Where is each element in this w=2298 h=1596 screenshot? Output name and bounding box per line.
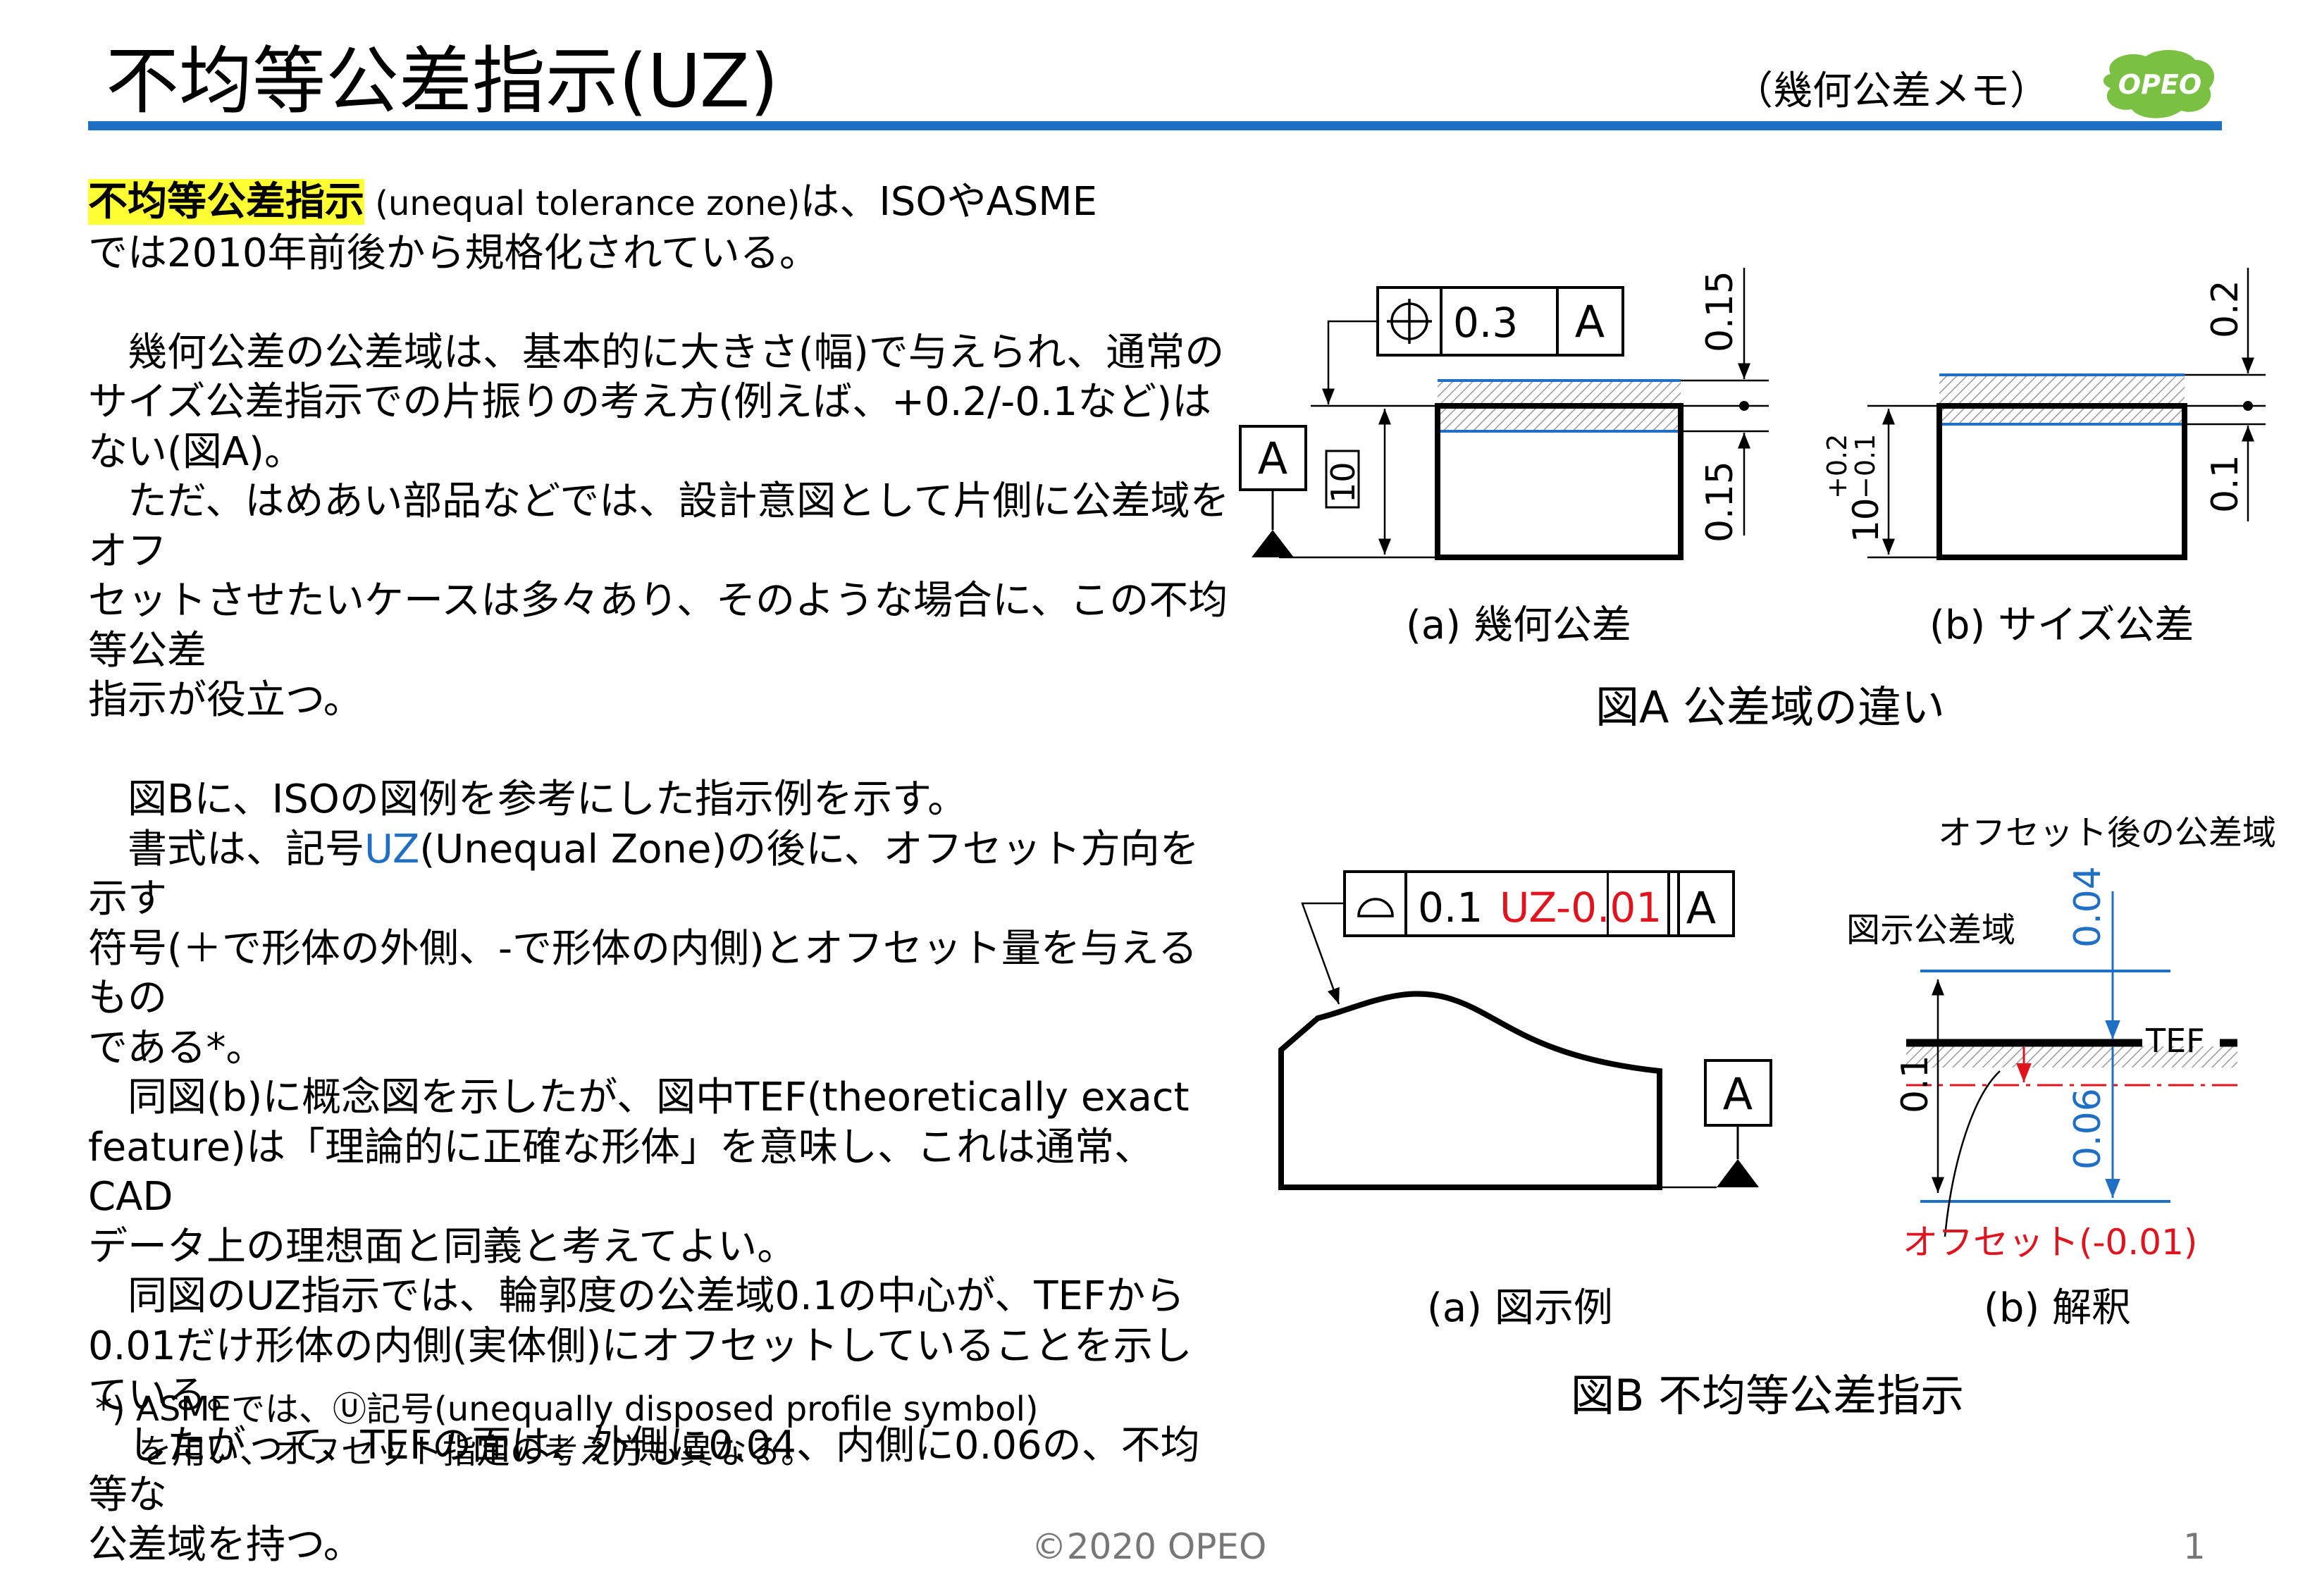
figA-fcf-datum: A (1575, 296, 1605, 347)
figA-fcf-value: 0.3 (1453, 299, 1518, 347)
figA-caption-a: (a) 幾何公差 (1406, 602, 1631, 648)
uz-keyword: UZ (364, 826, 420, 872)
figA-b-dim-top: 0.2 (2204, 280, 2247, 338)
term-highlight: 不均等公差指示 (88, 179, 364, 225)
figB-label-offset-zone: オフセット後の公差域 (1938, 813, 2276, 853)
title-rule (88, 121, 2222, 130)
figA-dim-bottom: 0.15 (1699, 461, 1741, 543)
figA-b-dim-bottom: 0.1 (2204, 454, 2247, 513)
figB-title: 図B 不均等公差指示 (1571, 1370, 1964, 1421)
figB-fcf-value: 0.1 (1418, 884, 1483, 932)
figA-b-drawing (1867, 268, 2266, 560)
figB-fcf-datum: A (1686, 882, 1716, 934)
figB-b-drawing (1906, 891, 2244, 1237)
figB-tef: TEF (2145, 1022, 2205, 1060)
figA-b-size-upper: +0.2 (1822, 434, 1853, 499)
footnote: *) ASMEでは、Ⓤ記号(unequally disposed profile… (95, 1390, 1039, 1471)
figA-dim-top: 0.15 (1699, 271, 1741, 352)
figA-a-drawing (1239, 268, 1769, 560)
figB-fcf-uz: UZ-0.01 (1500, 884, 1662, 932)
figB-label-indicated-zone: 図示公差域 (1846, 910, 2015, 950)
opeo-logo: OPEO (2103, 49, 2215, 118)
figB-dim-outer: 0.04 (2067, 866, 2109, 948)
page-number: 1 (2183, 1526, 2206, 1567)
figA-b-size-base: 10 (1846, 497, 1886, 543)
figA-datum-label: A (1258, 433, 1287, 484)
logo-text: OPEO (2118, 69, 2201, 100)
figA-caption-b: (b) サイズ公差 (1929, 602, 2194, 648)
figA-height: 10 (1324, 462, 1362, 503)
body-paragraph-2: (Unequal Zone)の後に、オフセット方向を示す 符号(＋で形体の外側、… (88, 826, 1200, 1568)
figB-caption-a: (a) 図示例 (1427, 1285, 1613, 1331)
figB-dim-total: 0.1 (1894, 1055, 1936, 1113)
figA-b-size-lower: −0.1 (1850, 434, 1881, 499)
term-english: (unequal tolerance zone) (364, 184, 801, 223)
body-text: 不均等公差指示 (unequal tolerance zone)は、ISOやAS… (88, 178, 1230, 1570)
figB-offset-label: オフセット(-0.01) (1903, 1222, 2197, 1263)
page-subtitle: （幾何公差メモ） (1734, 68, 2049, 114)
body-paragraph-1: は、ISOやASME では2010年前後から規格化されている。 幾何公差の公差域… (88, 179, 1230, 872)
figA-title: 図A 公差域の違い (1595, 681, 1945, 733)
figB-datum-label: A (1723, 1068, 1753, 1120)
copyright: ©2020 OPEO (1031, 1526, 1267, 1567)
figB-caption-b: (b) 解釈 (1984, 1285, 2131, 1331)
page-title: 不均等公差指示(UZ) (106, 38, 779, 124)
figB-dim-inner: 0.06 (2067, 1088, 2109, 1170)
